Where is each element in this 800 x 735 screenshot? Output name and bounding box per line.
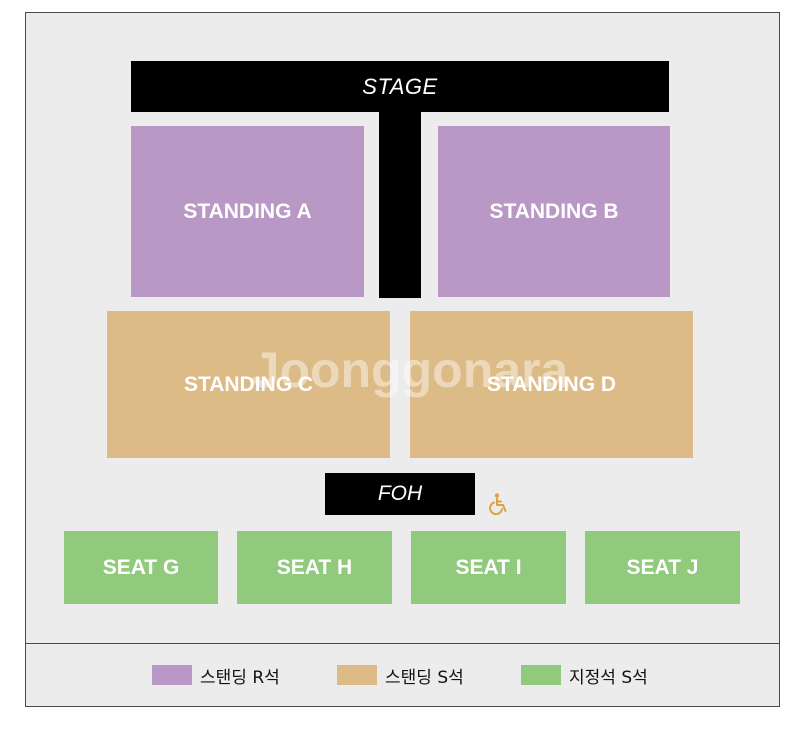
stage-runway: [379, 108, 421, 298]
legend-divider: [25, 643, 780, 644]
zone-standing-c[interactable]: STANDING C: [107, 311, 390, 458]
legend-label-seat-s: 지정석 S석: [569, 667, 648, 688]
zone-seat-h-label: SEAT H: [276, 555, 353, 579]
wheelchair-icon: [489, 493, 507, 516]
legend-label-standing-s: 스탠딩 S석: [385, 667, 464, 688]
zone-standing-b[interactable]: STANDING B: [438, 126, 670, 297]
stage-bar: [131, 61, 669, 112]
zone-seat-g-label: SEAT G: [102, 555, 180, 579]
foh-block: FOH: [325, 473, 475, 515]
legend-item-standing-r: 스탠딩 R석: [152, 664, 280, 688]
zone-standing-c-label: STANDING C: [183, 372, 314, 396]
foh-label: FOH: [377, 482, 423, 505]
legend-item-standing-s: 스탠딩 S석: [337, 664, 464, 688]
zone-seat-i[interactable]: SEAT I: [411, 531, 566, 604]
zone-standing-b-label: STANDING B: [489, 199, 619, 223]
legend-swatch-seat-s: [521, 665, 561, 685]
zone-seat-j-label: SEAT J: [626, 555, 699, 579]
zone-standing-a-label: STANDING A: [183, 199, 312, 223]
stage-label: STAGE: [362, 73, 438, 99]
zone-standing-d[interactable]: STANDING D: [410, 311, 693, 458]
legend-label-standing-r: 스탠딩 R석: [200, 667, 280, 688]
zone-seat-j[interactable]: SEAT J: [585, 531, 740, 604]
legend-item-seat-s: 지정석 S석: [521, 664, 648, 688]
zone-standing-a[interactable]: STANDING A: [131, 126, 364, 297]
zone-seat-g[interactable]: SEAT G: [64, 531, 218, 604]
zone-standing-d-label: STANDING D: [486, 372, 617, 396]
legend-swatch-standing-s: [337, 665, 377, 685]
zone-seat-i-label: SEAT I: [455, 555, 522, 579]
legend-swatch-standing-r: [152, 665, 192, 685]
zone-seat-h[interactable]: SEAT H: [237, 531, 392, 604]
